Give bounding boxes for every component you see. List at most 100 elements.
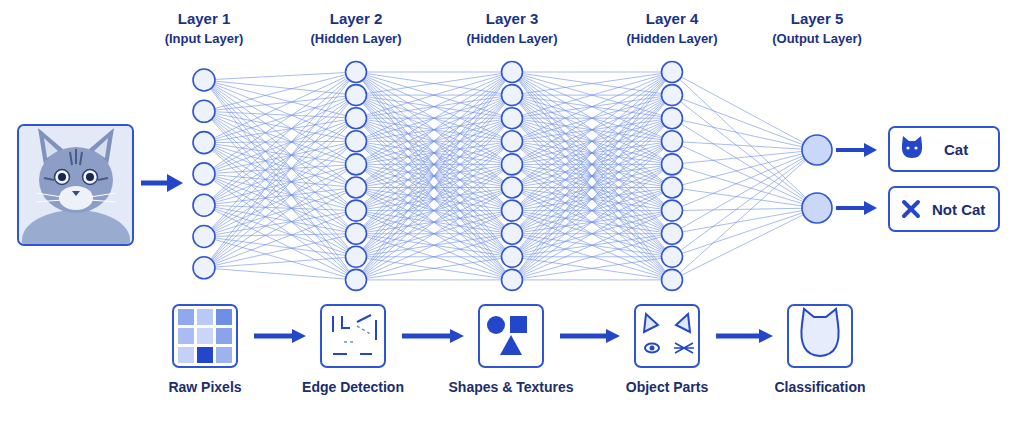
synapse-line [512, 72, 672, 211]
neuron-circle [662, 131, 683, 152]
layer-type: (Hidden Layer) [626, 31, 717, 46]
synapse-line [672, 141, 817, 150]
synapse-line [204, 72, 356, 268]
synapse-line [512, 95, 672, 280]
synapse-line [356, 188, 512, 280]
synapse-line [672, 150, 817, 234]
synapse-line [512, 72, 672, 141]
neuron-circle [193, 194, 215, 216]
synapse-line [356, 72, 512, 73]
synapse-line [204, 111, 356, 280]
feature-stage-box: Object Parts [634, 304, 700, 368]
synapse-line [204, 141, 356, 205]
synapse-line [672, 208, 817, 280]
eye-part [645, 344, 659, 353]
synapse-line [356, 257, 512, 280]
synapse-line [672, 95, 817, 208]
feature-stage-box: Shapes & Textures [478, 304, 544, 368]
neuron-circle [802, 193, 832, 223]
synapse-line [512, 164, 672, 280]
neuron-circle [802, 135, 832, 165]
synapse-line [356, 72, 512, 211]
synapse-line [356, 72, 512, 141]
stage-label: Raw Pixels [168, 379, 241, 395]
output-class-box: Not Cat [888, 186, 1000, 232]
synapse-line [204, 211, 356, 268]
synapse-line [672, 95, 817, 150]
synapse-line [512, 72, 672, 257]
synapse-line [512, 72, 672, 141]
class-label: Not Cat [932, 201, 985, 218]
synapse-line [512, 164, 672, 280]
layer-type: (Input Layer) [165, 31, 244, 46]
synapse-line [672, 150, 817, 280]
synapse-line [204, 164, 356, 236]
pixel [197, 347, 213, 363]
synapse-line [356, 118, 512, 280]
synapse-line [356, 95, 512, 280]
synapse-line [512, 72, 672, 234]
synapse-line [512, 72, 672, 234]
synapse-line [356, 72, 512, 164]
synapse-line [512, 188, 672, 280]
neuron-circle [502, 108, 523, 129]
synapse-line [512, 141, 672, 280]
neuron-circle [662, 200, 683, 221]
synapse-line [356, 279, 512, 280]
synapse-line [356, 164, 512, 280]
cat-icon-eye [914, 146, 917, 149]
synapse-line [356, 72, 512, 118]
neuron-circle [193, 226, 215, 248]
synapse-line [356, 72, 512, 188]
synapse-line [204, 80, 356, 164]
cat-icon [902, 136, 922, 158]
flow-arrow [560, 334, 610, 339]
synapse-line [672, 72, 817, 150]
neuron-circle [193, 69, 215, 91]
pixel [216, 347, 232, 363]
synapse-line [356, 95, 512, 280]
synapse-line [204, 118, 356, 205]
output-arrow [836, 206, 866, 210]
neuron-circle [346, 200, 367, 221]
synapse-line [356, 72, 512, 95]
synapse-line [204, 72, 356, 205]
neuron-circle [193, 100, 215, 122]
edge-icon-dashes [344, 326, 372, 342]
synapse-line [672, 118, 817, 150]
layer-title: Layer 2 [330, 10, 383, 27]
synapse-line [512, 72, 672, 188]
pixel [216, 309, 232, 325]
synapse-line [672, 150, 817, 188]
neuron-circle [346, 223, 367, 244]
synapse-line [512, 234, 672, 280]
edge-icon [333, 315, 376, 354]
synapse-line [512, 72, 672, 164]
synapse-line [356, 72, 512, 257]
neuron-circle [662, 85, 683, 106]
synapse-line [204, 143, 356, 188]
synapse-line [356, 72, 512, 280]
cat-head [39, 147, 113, 213]
cat-muzzle [59, 186, 93, 210]
synapse-line [356, 188, 512, 280]
ear-part [676, 314, 690, 332]
cat-head-icon [801, 309, 838, 356]
neuron-circle [502, 154, 523, 175]
synapse-line [204, 268, 356, 280]
synapse-line [204, 141, 356, 174]
synapse-line [204, 111, 356, 256]
whiskers-part [674, 343, 694, 353]
ear-part [644, 314, 658, 332]
synapse-line [204, 188, 356, 237]
synapse-line [356, 72, 512, 95]
synapse-line [204, 72, 356, 80]
synapse-line [356, 211, 512, 280]
layer-title: Layer 1 [178, 10, 231, 27]
input-arrow [141, 181, 170, 186]
neuron-circle [346, 154, 367, 175]
synapse-line [672, 188, 817, 209]
cat-stripes [44, 149, 108, 180]
